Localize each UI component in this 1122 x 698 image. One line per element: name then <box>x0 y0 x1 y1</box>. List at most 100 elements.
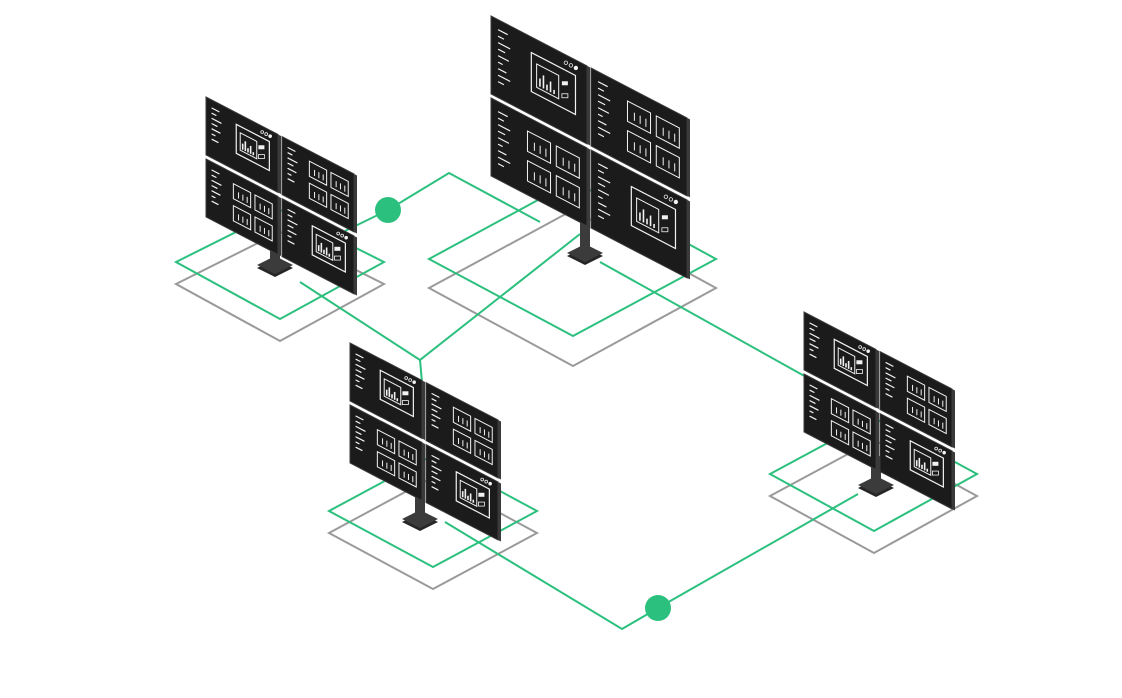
window-dot <box>488 481 492 486</box>
code-line <box>211 185 218 189</box>
code-line <box>885 455 893 460</box>
code-line <box>497 150 507 156</box>
chart-badge <box>402 400 409 405</box>
window-dot <box>260 130 264 134</box>
code-line <box>497 163 505 168</box>
code-line <box>287 214 293 218</box>
code-line <box>431 413 441 420</box>
code-line <box>211 200 219 206</box>
monitor-screen <box>281 197 357 296</box>
code-line <box>597 113 603 117</box>
window-dot <box>484 479 488 484</box>
code-line <box>885 393 893 398</box>
widget-box <box>254 194 273 220</box>
code-line <box>211 117 222 124</box>
monitor-wall-icon <box>349 342 501 542</box>
code-line <box>497 81 505 86</box>
link-top-left-to-top-center <box>344 171 541 232</box>
code-line <box>497 117 505 122</box>
code-line <box>287 173 292 176</box>
link-top-left-to-bottom-left <box>299 281 421 361</box>
code-line <box>497 143 503 147</box>
window-dot <box>568 63 574 68</box>
code-line <box>597 182 606 188</box>
code-line <box>497 48 506 54</box>
widget-box <box>232 182 252 209</box>
window-dot <box>866 349 870 353</box>
monitor-screen <box>590 67 690 198</box>
code-line <box>431 408 438 413</box>
widget-box <box>398 462 417 488</box>
window-dot <box>404 376 408 380</box>
code-line <box>885 429 891 433</box>
code-line <box>809 400 816 404</box>
window-dot <box>336 231 340 236</box>
widget-box <box>906 375 926 402</box>
code-line <box>809 348 814 352</box>
chart-frame <box>636 197 660 234</box>
monitor-wall-icon <box>205 96 357 296</box>
monitor-screen <box>281 135 357 234</box>
chart-window <box>379 369 414 418</box>
chart-frame <box>536 63 560 100</box>
monitor-screen <box>590 149 690 280</box>
workstations <box>205 15 955 542</box>
chart-badge <box>402 391 409 396</box>
widget-box <box>452 428 472 455</box>
code-line <box>355 369 362 373</box>
code-line <box>885 362 894 367</box>
code-line <box>597 215 605 220</box>
code-line <box>355 431 362 435</box>
code-line <box>885 444 895 451</box>
code-line <box>497 156 511 164</box>
network-links <box>299 171 859 631</box>
window-dot <box>408 378 412 382</box>
widget-box <box>555 145 580 180</box>
code-line <box>597 202 607 208</box>
monitor-screen <box>490 15 590 146</box>
stand-base-top <box>402 510 438 528</box>
chart-frame <box>239 131 258 160</box>
code-line <box>597 163 608 170</box>
code-line <box>885 367 891 371</box>
monitor-screen <box>349 404 425 502</box>
widget-box <box>232 204 252 231</box>
code-line <box>431 481 436 484</box>
code-line <box>809 332 820 339</box>
code-line <box>355 384 363 390</box>
screen-face <box>590 149 688 279</box>
widget-box <box>254 216 273 242</box>
widget-box <box>376 450 396 477</box>
widget-box <box>398 440 417 466</box>
window-dot <box>573 65 579 71</box>
code-line <box>355 441 360 445</box>
code-line <box>211 112 217 117</box>
code-line <box>287 147 296 152</box>
window-dot <box>268 134 272 138</box>
window-dot <box>858 345 862 349</box>
code-line <box>885 372 896 379</box>
code-line <box>497 29 508 36</box>
chart-frame <box>383 377 402 406</box>
code-line <box>885 377 892 382</box>
connection-node <box>375 197 401 223</box>
code-line <box>885 450 890 453</box>
code-line <box>597 100 606 106</box>
code-line <box>431 398 437 402</box>
code-line <box>809 405 819 411</box>
code-line <box>431 460 437 464</box>
code-line <box>287 219 298 226</box>
chart-window <box>909 439 944 489</box>
workstation-right <box>803 311 955 511</box>
code-line <box>431 455 440 460</box>
code-line <box>287 152 293 156</box>
code-line <box>211 107 220 113</box>
code-line <box>597 133 605 138</box>
chart-badge <box>334 255 341 261</box>
code-line <box>885 388 890 391</box>
code-line <box>287 240 295 245</box>
widget-box <box>308 182 328 209</box>
code-line <box>431 403 442 410</box>
code-line <box>355 358 361 362</box>
widget-box <box>474 417 493 444</box>
